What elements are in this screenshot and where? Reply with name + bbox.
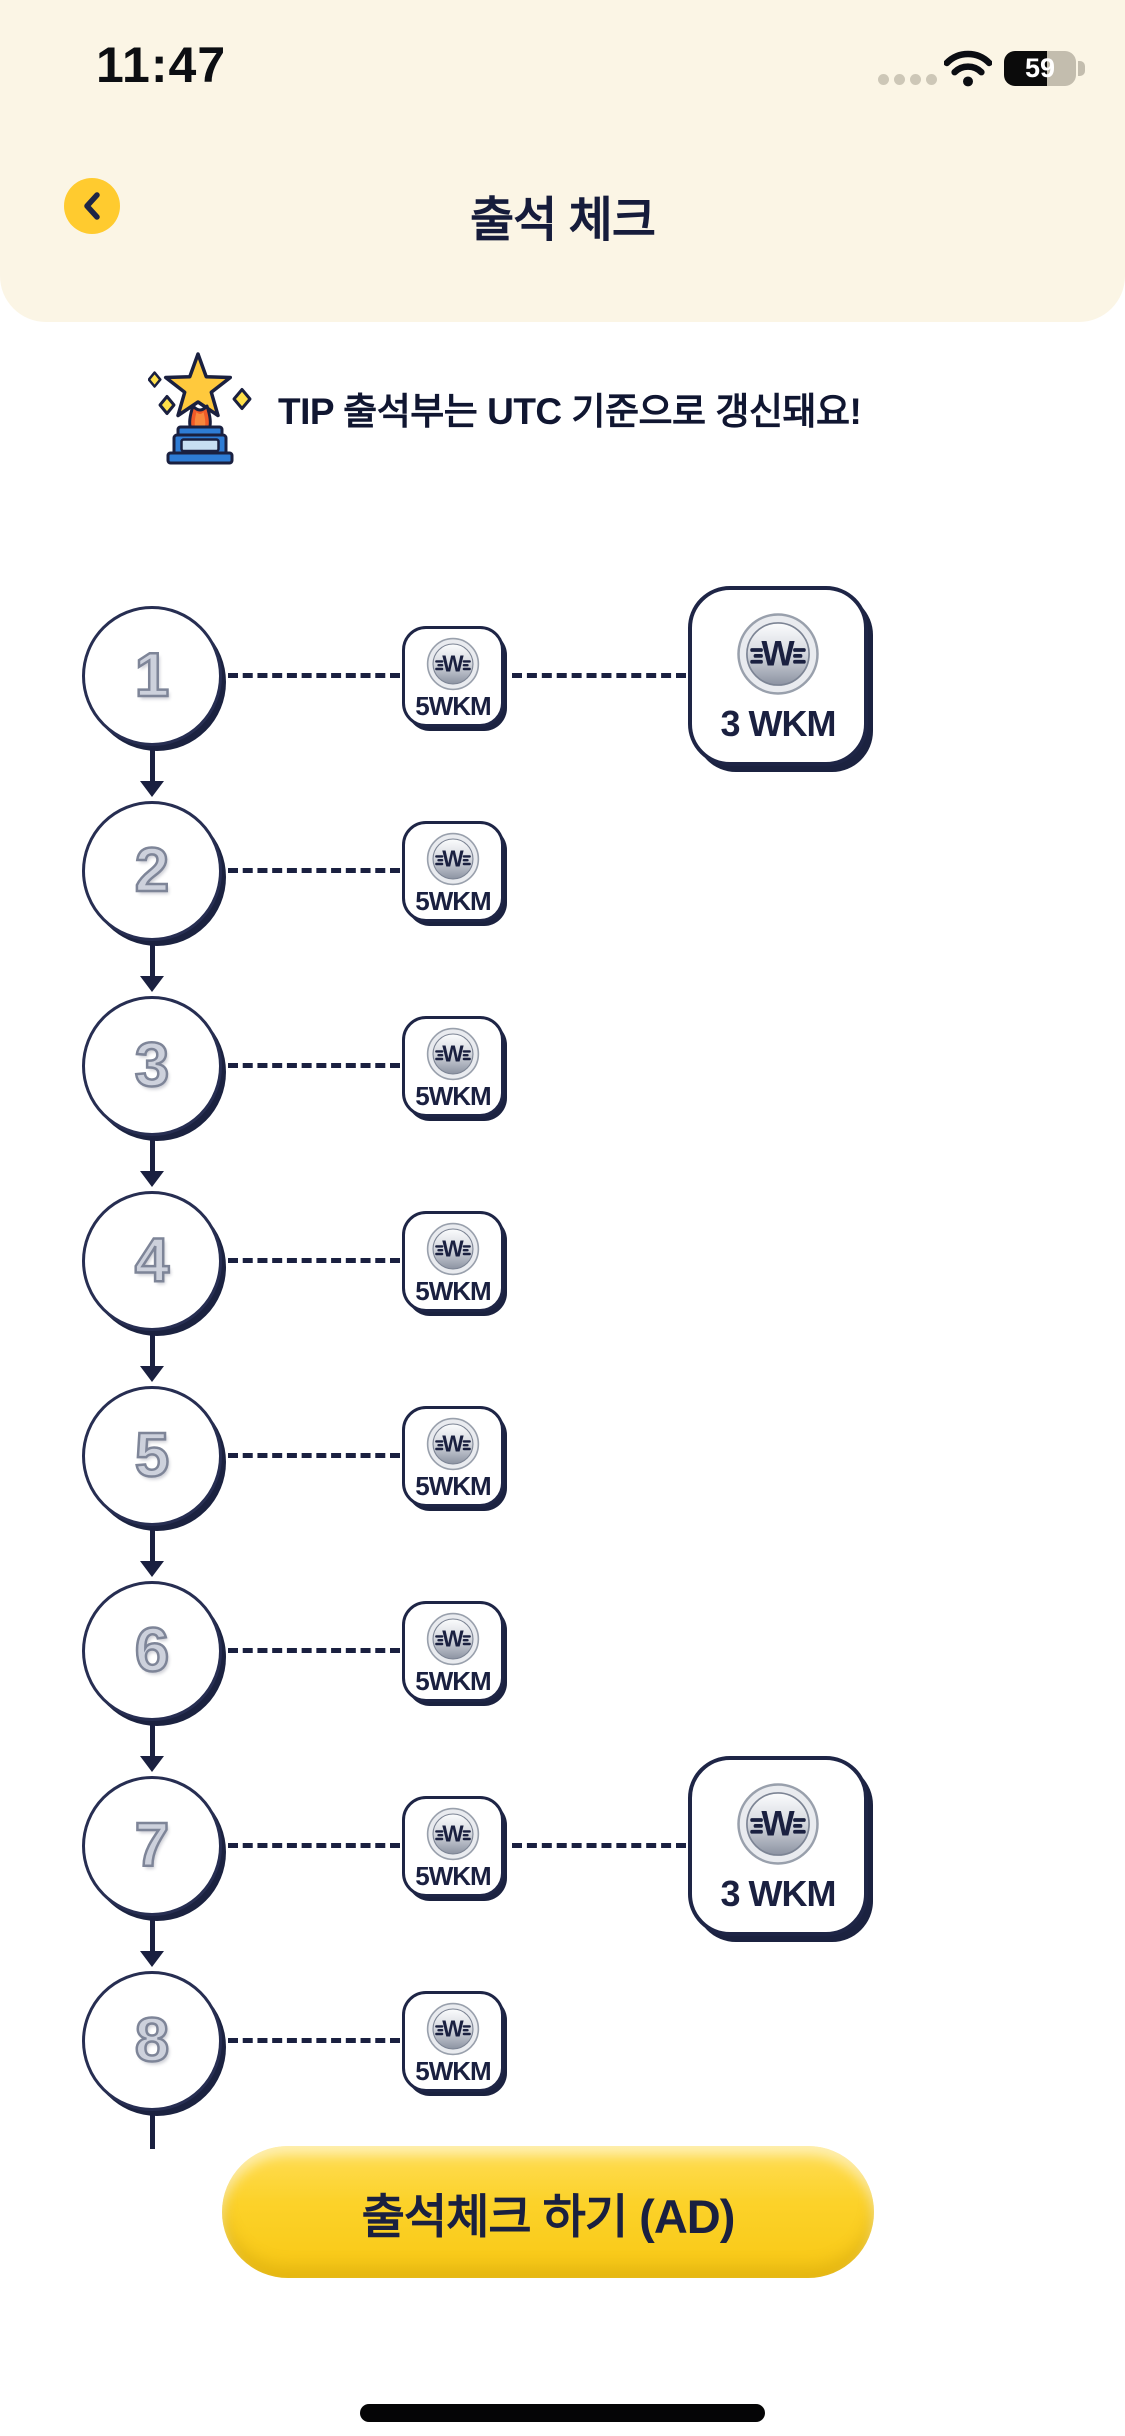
- coin-letter: W: [442, 1626, 464, 1652]
- reward-amount-label: 5WKM: [415, 1081, 491, 1111]
- day-number-circle: 8: [82, 1971, 222, 2111]
- wifi-icon: [944, 50, 992, 87]
- tip-row: TIP 출석부는 UTC 기준으로 갱신돼요!: [148, 350, 862, 466]
- day-number: 7: [133, 1811, 170, 1880]
- day-number-circle: 1: [82, 606, 222, 746]
- daily-reward-card: W 5WKM: [402, 626, 504, 727]
- cellular-signal-icon: [878, 74, 937, 85]
- coin-letter: W: [442, 846, 464, 872]
- coin-letter: W: [442, 651, 464, 677]
- attendance-day-row: 1: [0, 579, 1125, 797]
- daily-reward-card: W 5WKM: [402, 1211, 504, 1312]
- coin-letter: W: [442, 1431, 464, 1457]
- battery-nub: [1078, 61, 1085, 76]
- attendance-day-row: 6: [0, 1554, 1125, 1772]
- coin-letter: W: [761, 1805, 795, 1844]
- day-number-circle: 6: [82, 1581, 222, 1721]
- reward-amount-label: 5WKM: [415, 2056, 491, 2086]
- wkm-coin-icon: W: [426, 1027, 480, 1081]
- bonus-connector-line: [512, 1843, 686, 1848]
- attendance-day-row: 5: [0, 1359, 1125, 1577]
- header-panel: 11:47 59 출석 체크: [0, 0, 1125, 322]
- day-number: 2: [133, 836, 170, 905]
- back-button[interactable]: [64, 178, 120, 234]
- wkm-coin-icon: W: [426, 1807, 480, 1861]
- chevron-left-icon: [84, 192, 100, 220]
- wkm-coin-icon: W: [737, 613, 819, 695]
- reward-amount-label: 5WKM: [415, 1861, 491, 1891]
- tail-line: [150, 2113, 155, 2149]
- day-number: 1: [133, 641, 170, 710]
- attendance-check-button-label: 출석체크 하기 (AD): [361, 2189, 736, 2243]
- wkm-coin-icon: W: [426, 2002, 480, 2056]
- coin-letter: W: [442, 2016, 464, 2042]
- connector-line: [228, 673, 400, 678]
- attendance-day-row: 4: [0, 1164, 1125, 1382]
- wkm-coin-icon: W: [426, 1612, 480, 1666]
- attendance-check-button[interactable]: 출석체크 하기 (AD): [222, 2146, 874, 2278]
- wkm-coin-icon: W: [426, 832, 480, 886]
- wkm-coin-icon: W: [426, 1417, 480, 1471]
- reward-amount-label: 5WKM: [415, 1471, 491, 1501]
- day-number: 3: [133, 1031, 170, 1100]
- connector-line: [228, 868, 400, 873]
- reward-amount-label: 5WKM: [415, 691, 491, 721]
- connector-line: [228, 1453, 400, 1458]
- page-title: 출석 체크: [470, 194, 656, 247]
- attendance-day-row: 2: [0, 774, 1125, 992]
- day-number-circle: 4: [82, 1191, 222, 1331]
- day-number-circle: 3: [82, 996, 222, 1136]
- daily-reward-card: W 5WKM: [402, 1601, 504, 1702]
- trophy-icon: [148, 352, 252, 465]
- status-time: 11:47: [96, 37, 227, 93]
- connector-line: [228, 1258, 400, 1263]
- bonus-reward-card: W 3 WKM: [688, 1756, 868, 1936]
- coin-letter: W: [442, 1236, 464, 1262]
- wkm-coin-icon: W: [737, 1783, 819, 1865]
- bonus-amount-label: 3 WKM: [720, 703, 837, 744]
- day-number-circle: 2: [82, 801, 222, 941]
- day-number: 8: [133, 2006, 170, 2075]
- bonus-connector-line: [512, 673, 686, 678]
- coin-letter: W: [761, 635, 795, 674]
- connector-line: [228, 1648, 400, 1653]
- connector-line: [228, 2038, 400, 2043]
- wkm-coin-icon: W: [426, 1222, 480, 1276]
- bonus-reward-card: W 3 WKM: [688, 586, 868, 766]
- day-number: 6: [133, 1616, 170, 1685]
- day-number-circle: 5: [82, 1386, 222, 1526]
- connector-line: [228, 1063, 400, 1068]
- reward-amount-label: 5WKM: [415, 886, 491, 916]
- coin-letter: W: [442, 1821, 464, 1847]
- wkm-coin-icon: W: [426, 637, 480, 691]
- attendance-day-row: 8: [0, 1944, 1125, 2149]
- daily-reward-card: W 5WKM: [402, 1991, 504, 2092]
- coin-letter: W: [442, 1041, 464, 1067]
- reward-amount-label: 5WKM: [415, 1666, 491, 1696]
- day-number: 4: [133, 1226, 170, 1295]
- day-number: 5: [133, 1421, 170, 1490]
- daily-reward-card: W 5WKM: [402, 1016, 504, 1117]
- battery-percent: 59: [1024, 53, 1056, 83]
- daily-reward-card: W 5WKM: [402, 1406, 504, 1507]
- bonus-amount-label: 3 WKM: [720, 1873, 837, 1914]
- home-indicator[interactable]: [360, 2404, 765, 2422]
- day-number-circle: 7: [82, 1776, 222, 1916]
- connector-line: [228, 1843, 400, 1848]
- tip-text: TIP 출석부는 UTC 기준으로 갱신돼요!: [278, 391, 862, 432]
- battery-icon: 59: [1004, 51, 1076, 86]
- daily-reward-card: W 5WKM: [402, 1796, 504, 1897]
- attendance-day-row: 3: [0, 969, 1125, 1187]
- daily-reward-card: W 5WKM: [402, 821, 504, 922]
- attendance-day-row: 7: [0, 1749, 1125, 1967]
- reward-amount-label: 5WKM: [415, 1276, 491, 1306]
